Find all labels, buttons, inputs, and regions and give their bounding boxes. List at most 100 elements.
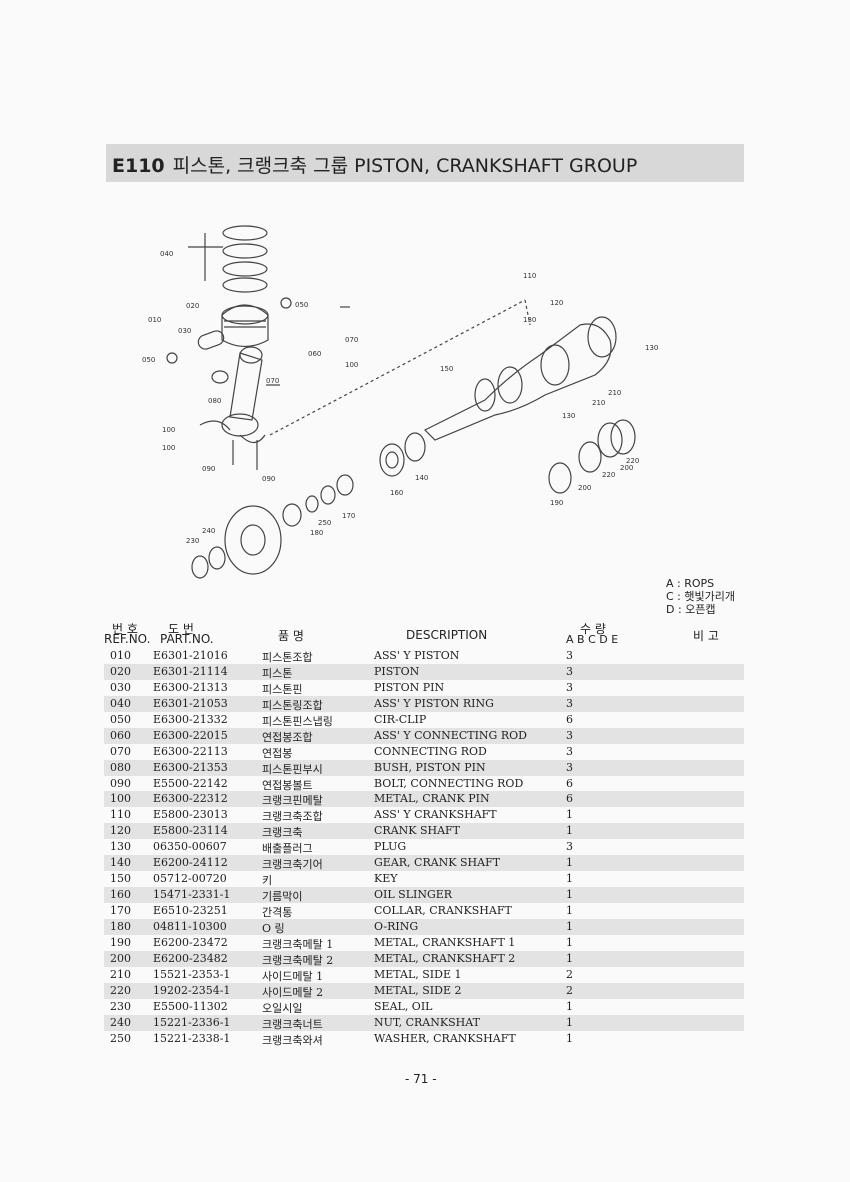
svg-text:150: 150: [440, 365, 453, 373]
svg-text:090: 090: [202, 465, 215, 473]
svg-text:040: 040: [160, 250, 173, 258]
oil-slinger: [336, 474, 354, 496]
description-cell: OIL SLINGER: [374, 888, 453, 902]
part-no-cell: E6200-23472: [153, 935, 228, 949]
crankshaft-gear: [379, 443, 405, 477]
korean-name-cell: 기름막이: [262, 890, 303, 904]
description-cell: ASS' Y PISTON: [374, 649, 460, 662]
korean-name-cell: 배출플러그: [262, 842, 313, 856]
ref-no-cell: 250: [110, 1031, 131, 1045]
part-no-cell: E6300-21353: [153, 760, 228, 774]
description-cell: METAL, SIDE 2: [374, 983, 462, 997]
korean-name-cell: 크랭크핀메탈: [262, 794, 323, 808]
description-cell: METAL, CRANKSHAFT 1: [374, 935, 516, 949]
collar: [320, 485, 336, 505]
korean-name-cell: 키: [262, 874, 273, 888]
ref-no-cell: 230: [110, 999, 131, 1013]
diagram-labels: 040 020 010 050 030 050 060 070 100 080 …: [142, 250, 658, 545]
korean-name-cell: 사이드메탈 2: [262, 985, 324, 999]
crank-pin-metal-lower: [239, 434, 266, 444]
svg-text:130: 130: [645, 344, 658, 352]
part-no-cell: E6300-22015: [153, 728, 228, 742]
part-no-cell: E6200-23482: [153, 951, 228, 965]
ref-no-cell: 200: [110, 951, 131, 965]
part-no-cell: 06350-00607: [153, 840, 227, 854]
part-no-cell: E5500-11302: [153, 999, 228, 1013]
description-cell: NUT, CRANKSHAT: [374, 1015, 480, 1029]
part-no-cell: 15221-2338-1: [153, 1031, 231, 1045]
svg-text:100: 100: [345, 361, 358, 369]
legend-d: D : 오픈캡: [666, 603, 716, 616]
table-row: 190 E6200-23472 크랭크축메탈 1 METAL, CRANKSHAFT …: [104, 935, 744, 951]
ref-no-cell: 130: [110, 840, 131, 854]
svg-text:140: 140: [415, 474, 428, 482]
description-cell: ASS' Y CRANKSHAFT: [374, 808, 497, 822]
description-cell: METAL, CRANK PIN: [374, 792, 490, 806]
ref-no-cell: 080: [110, 760, 131, 774]
svg-text:110: 110: [523, 272, 536, 280]
korean-name-cell: 크랭크축너트: [262, 1017, 323, 1031]
svg-text:240: 240: [202, 527, 215, 535]
ref-no-cell: 210: [110, 967, 131, 981]
part-no-cell: E6300-22312: [153, 792, 228, 806]
ref-no-cell: 010: [110, 649, 131, 662]
section-header-bar: [106, 144, 744, 182]
crankshaft: [423, 323, 612, 441]
piston-ring-2: [222, 243, 268, 259]
ref-no-cell: 060: [110, 728, 131, 742]
quantity-cell: 1: [566, 872, 573, 886]
svg-text:080: 080: [208, 397, 221, 405]
part-no-cell: E6300-22113: [153, 744, 228, 758]
svg-text:030: 030: [178, 327, 191, 335]
korean-name-cell: 사이드메탈 1: [262, 969, 324, 983]
legend-a: A : ROPS: [666, 577, 715, 590]
ref-header-eng: REF.NO.: [104, 632, 151, 646]
qty-header-kor: 수 량: [580, 622, 606, 636]
quantity-cell: 1: [566, 856, 573, 870]
description-header: DESCRIPTION: [406, 628, 488, 642]
ref-no-cell: 170: [110, 904, 131, 917]
svg-text:200: 200: [578, 484, 591, 492]
ref-no-cell: 140: [110, 856, 131, 870]
description-cell: SEAL, OIL: [374, 999, 433, 1013]
part-header-eng: PART.NO.: [160, 632, 214, 646]
korean-name-cell: 피스톤링조합: [262, 698, 323, 712]
qty-header-cols: A B C D E: [566, 633, 619, 646]
ref-header-kor: 번 호: [112, 622, 138, 636]
korean-name-cell: 피스톤핀: [262, 682, 303, 696]
korean-name-cell: 피스톤조합: [262, 651, 313, 664]
description-cell: O-RING: [374, 919, 419, 933]
quantity-cell: 3: [566, 680, 573, 694]
quantity-cell: 3: [566, 696, 573, 710]
description-cell: BOLT, CONNECTING ROD: [374, 776, 524, 790]
quantity-cell: 6: [566, 792, 573, 806]
piston-ring-3: [222, 261, 268, 277]
part-no-cell: 15521-2353-1: [153, 967, 231, 981]
quantity-cell: 2: [566, 983, 573, 997]
part-no-cell: E6300-21313: [153, 680, 228, 694]
quantity-cell: 3: [566, 760, 573, 774]
name-header-kor: 품 명: [278, 629, 304, 643]
quantity-cell: 1: [566, 919, 573, 933]
description-cell: CONNECTING ROD: [374, 744, 487, 758]
svg-text:160: 160: [390, 489, 403, 497]
ref-no-cell: 190: [110, 935, 131, 949]
side-metal-a: [597, 422, 623, 458]
korean-name-cell: 크랭크축메탈 1: [262, 937, 334, 951]
crank-pin-metal-upper: [199, 420, 231, 431]
svg-text:050: 050: [295, 301, 308, 309]
description-cell: PISTON PIN: [374, 680, 445, 694]
